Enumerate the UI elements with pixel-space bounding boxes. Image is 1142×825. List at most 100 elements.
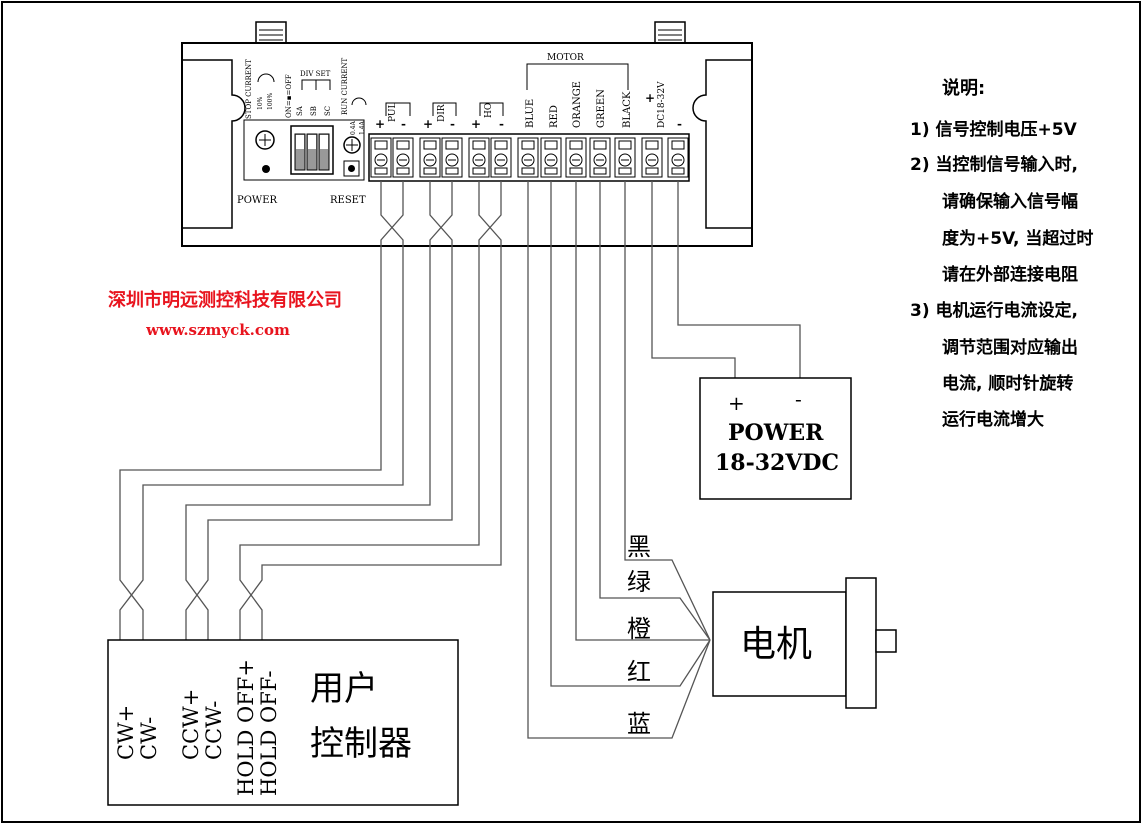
stop-range-arc [257, 73, 275, 83]
stop-pct-b: 100% [267, 93, 274, 110]
power-wire-plus [651, 181, 736, 378]
dc-plus: + [645, 91, 655, 105]
motor-wire-orange-label: 橙 [627, 615, 651, 643]
notes-panel: 说明: 1) 信号控制电压+5V 2) 当控制信号输入时, 请确保输入信号幅 度… [910, 77, 1093, 430]
driver-unit: STOP CURRENT 10% 100% ON=▪=OFF DIV SET S… [181, 21, 753, 247]
motor-group-label: MOTOR [547, 53, 584, 63]
screw-terminal-icon [441, 137, 463, 178]
dir-bracket [432, 102, 457, 116]
screw-terminal-icon [419, 137, 441, 178]
power-label: POWER [237, 195, 278, 206]
pin-ccw-plus: CCW+ [179, 689, 203, 760]
run-ccw-b [185, 245, 453, 640]
pin-hold-plus: HOLD OFF+ [234, 659, 258, 796]
motor: 电机 [712, 577, 897, 709]
pin-hold-minus: HOLD OFF- [257, 671, 281, 797]
user-controller: CW+ CW- CCW+ CCW- HOLD OFF+ HOLD OFF- 用户… [107, 639, 459, 806]
motor-wire-red [550, 181, 711, 687]
controller-title-1: 用户 [310, 669, 378, 709]
wire-ho-minus [478, 181, 502, 245]
wire-label-red: RED [549, 105, 560, 128]
run-current-pot-icon [343, 136, 361, 154]
note-line-5: 请在外部连接电阻 [942, 264, 1078, 285]
div-set-label: DIV SET [300, 70, 331, 78]
ho-label: HO [484, 103, 494, 118]
motor-wire-blue-label: 蓝 [627, 710, 651, 738]
motor-wire-green [599, 181, 711, 641]
dc-range-label: DC18-32V [657, 81, 667, 128]
screw-terminal-icon [589, 137, 611, 178]
terminal-block [370, 137, 689, 178]
pul-plus: + [375, 117, 385, 131]
run-range-arc [351, 97, 367, 106]
stop-current-label: STOP CURRENT [245, 59, 253, 119]
dir-minus: - [450, 117, 455, 131]
switch-sc: SC [324, 106, 332, 116]
run-cw-a [119, 245, 382, 640]
screw-terminal-icon [517, 137, 539, 178]
motor-label: 电机 [740, 624, 812, 665]
ho-plus: + [471, 117, 481, 131]
power-voltage: 18-32VDC [715, 450, 839, 476]
note-line-8: 电流, 顺时针旋转 [942, 373, 1073, 394]
run-hold-a [239, 245, 480, 640]
run-cw-b [119, 245, 404, 640]
screw-terminal-icon [370, 137, 392, 178]
wire-label-green: GREEN [596, 89, 607, 128]
motor-wire-green-label: 绿 [627, 568, 651, 596]
note-line-9: 运行电流增大 [942, 409, 1044, 430]
div-set-bracket [301, 79, 331, 90]
note-line-4: 度为+5V, 当超过时 [942, 228, 1093, 249]
control-panel [243, 119, 365, 181]
mounting-clip-left [255, 21, 287, 45]
run-current-label: RUN CURRENT [341, 57, 349, 115]
motor-wire-blue [527, 181, 711, 739]
pin-ccw-minus: CCW- [202, 701, 226, 760]
notes-title: 说明: [942, 77, 985, 99]
pul-label: PUL [388, 103, 398, 122]
mounting-clip-right [654, 21, 686, 45]
wire-pul-minus [380, 181, 404, 245]
ho-bracket [479, 102, 504, 116]
screw-terminal-icon [468, 137, 490, 178]
wire-label-black: BLACK [622, 91, 633, 128]
screw-terminal-icon [614, 137, 636, 178]
power-supply-box: + - POWER 18-32VDC [699, 377, 852, 500]
stop-current-pot-icon [255, 130, 275, 150]
note-line-2: 2) 当控制信号输入时, [910, 154, 1078, 175]
switch-sa: SA [296, 105, 304, 116]
note-line-6: 3) 电机运行电流设定, [910, 300, 1078, 321]
pin-cw-plus: CW+ [114, 705, 138, 760]
screw-terminal-icon [490, 137, 512, 178]
screw-terminal-icon [540, 137, 562, 178]
ho-minus: - [499, 117, 504, 131]
note-line-1: 1) 信号控制电压+5V [910, 119, 1078, 140]
reset-button-icon[interactable] [343, 160, 360, 177]
motor-bracket [526, 63, 629, 90]
power-led-icon [262, 165, 270, 173]
power-wire-minus [677, 181, 801, 378]
pin-cw-minus: CW- [137, 717, 161, 760]
run-ccw-a [185, 245, 431, 640]
company-url: www.szmyck.com [145, 321, 290, 339]
power-minus: - [795, 387, 802, 411]
run-current-b: 1.4A [359, 120, 366, 135]
pul-minus: - [401, 117, 406, 131]
switch-sb: SB [310, 106, 318, 116]
controller-title-2: 控制器 [310, 724, 412, 764]
run-current-a: 0.4A [350, 120, 357, 135]
company-name: 深圳市明远测控科技有限公司 [108, 289, 342, 311]
motor-wire-orange [575, 181, 710, 641]
wiring [119, 181, 801, 739]
screw-terminal-icon [392, 137, 414, 178]
dip-switch[interactable] [290, 125, 334, 175]
stop-pct-a: 10% [257, 96, 264, 110]
screw-terminal-icon [667, 137, 689, 178]
wire-label-orange: ORANGE [572, 81, 583, 128]
right-flange [692, 59, 752, 229]
terminal-strip [368, 133, 690, 182]
motor-wire-black [624, 181, 711, 641]
on-off-label: ON=▪=OFF [285, 74, 293, 118]
motor-wire-black-label: 黑 [627, 533, 651, 561]
